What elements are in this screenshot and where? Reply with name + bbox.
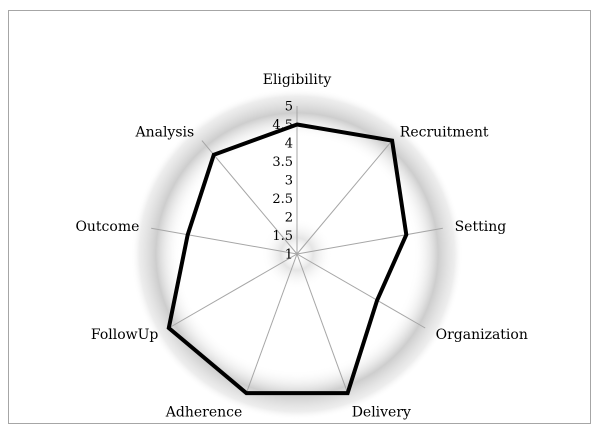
spoke-adherence [245,253,298,394]
category-label-delivery: Delivery [352,404,411,420]
tick-label: 3.5 [272,155,293,170]
category-label-analysis: Analysis [134,124,194,140]
radar-spokes [151,106,443,394]
series-polygon [166,122,409,396]
spoke-recruitment [296,140,393,255]
category-label-followup: FollowUp [91,327,159,343]
tick-label: 5 [285,100,293,115]
tick-label: 3 [285,174,293,189]
category-label-adherence: Adherence [165,404,243,420]
spoke-outcome [151,227,298,255]
spoke-followup [168,253,298,329]
spoke-setting [296,227,443,255]
tick-label: 4.5 [272,118,293,133]
radial-tick-labels: 1 1.5 2 2.5 3 3.5 4 4.5 5 [272,100,293,263]
category-labels: EligibilityRecruitmentSettingOrganizatio… [75,72,527,420]
spoke-organization [296,253,426,329]
tick-label: 2 [285,211,293,226]
spoke-analysis [201,140,298,255]
tick-label: 1 [285,248,293,263]
category-label-outcome: Outcome [75,219,139,235]
category-label-setting: Setting [455,219,507,235]
category-label-eligibility: Eligibility [263,72,332,88]
category-label-organization: Organization [436,327,528,343]
tick-label: 4 [285,137,293,152]
category-label-recruitment: Recruitment [400,124,489,140]
tick-label: 1.5 [272,229,293,244]
tick-label: 2.5 [272,192,293,207]
spoke-delivery [296,253,349,394]
